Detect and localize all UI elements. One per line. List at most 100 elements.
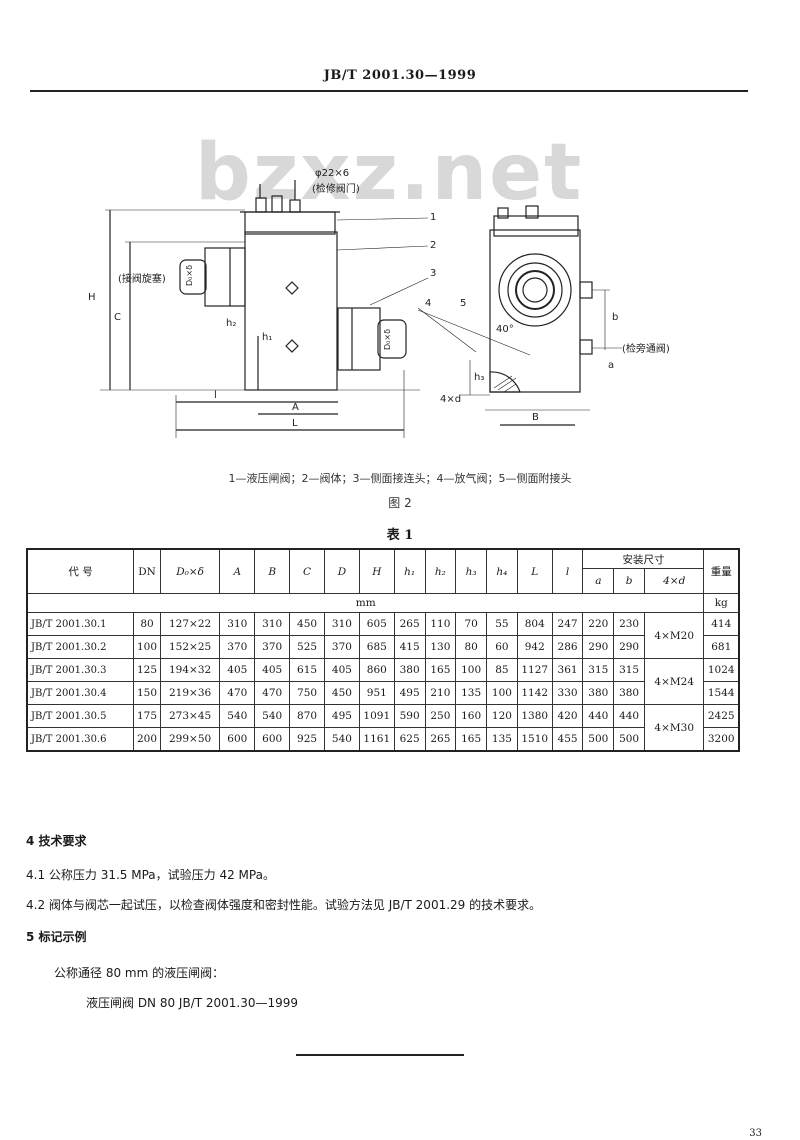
cell-a: 315 bbox=[582, 658, 615, 682]
valve-body-side bbox=[489, 229, 581, 393]
cell-a: 290 bbox=[582, 635, 615, 659]
cell-L: 1127 bbox=[516, 658, 553, 682]
cell-l: 455 bbox=[551, 727, 584, 752]
dim-l: l bbox=[214, 390, 217, 401]
table-row: JB/T 2001.30.4 150 219×36 470 470 750 45… bbox=[26, 681, 740, 705]
cell-h2: 165 bbox=[424, 658, 457, 682]
bolt-label: φ22×6 bbox=[315, 168, 349, 179]
angle-cut bbox=[489, 371, 521, 393]
table-row: JB/T 2001.30.5 175 273×45 540 540 870 49… bbox=[26, 704, 740, 752]
cell-a: 440 bbox=[582, 704, 615, 728]
cell-A: 370 bbox=[219, 635, 256, 659]
right-flange bbox=[337, 307, 381, 371]
cell-bolt: 4×M24 bbox=[643, 658, 705, 705]
dim-C: C bbox=[114, 312, 121, 323]
cell-h4: 100 bbox=[486, 681, 518, 705]
cell-dn: 125 bbox=[133, 658, 161, 682]
section-4-title: 4 技术要求 bbox=[26, 834, 87, 848]
cell-l: 247 bbox=[551, 612, 584, 636]
cell-A: 310 bbox=[219, 612, 256, 636]
cell-L: 1142 bbox=[516, 681, 553, 705]
cell-b: 290 bbox=[613, 635, 645, 659]
cell-C: 750 bbox=[289, 681, 325, 705]
cell-h3: 160 bbox=[455, 704, 488, 728]
cell-h3: 135 bbox=[455, 681, 488, 705]
section-5-title: 5 标记示例 bbox=[26, 930, 87, 944]
cell-l: 420 bbox=[551, 704, 584, 728]
cell-D: 540 bbox=[323, 727, 360, 752]
callout-2: 2 bbox=[430, 240, 436, 251]
cell-C: 450 bbox=[289, 612, 325, 636]
callout-3: 3 bbox=[430, 268, 436, 279]
side-cap bbox=[493, 215, 579, 237]
cell-D: 495 bbox=[323, 704, 360, 728]
cell-b: 315 bbox=[613, 658, 645, 682]
cell-L: 804 bbox=[516, 612, 553, 636]
cell-h4: 120 bbox=[486, 704, 518, 728]
col-h2: h₂ bbox=[424, 548, 457, 594]
cell-dd: 219×36 bbox=[159, 681, 221, 705]
cell-h3: 165 bbox=[455, 727, 488, 752]
figure-legend: 1—液压闸阀；2—阀体；3—侧面接连头；4—放气阀；5—侧面附接头 bbox=[228, 472, 572, 485]
bore-inner bbox=[515, 270, 555, 310]
cell-mass: 414 bbox=[703, 612, 740, 636]
cell-A: 600 bbox=[219, 727, 256, 752]
cell-h4: 60 bbox=[486, 635, 518, 659]
cell-D: 310 bbox=[323, 612, 360, 636]
table-row: JB/T 2001.30.2 100 152×25 370 370 525 37… bbox=[26, 635, 740, 659]
cell-h2: 110 bbox=[424, 612, 457, 636]
cell-A: 470 bbox=[219, 681, 256, 705]
cell-h4: 135 bbox=[486, 727, 518, 752]
cell-b: 230 bbox=[613, 612, 645, 636]
example-line-1: 公称通径 80 mm 的液压闸阀： bbox=[54, 966, 225, 980]
col-C: C bbox=[289, 548, 325, 594]
cell-D: 450 bbox=[323, 681, 360, 705]
cell-mass: 1544 bbox=[703, 681, 740, 705]
cell-dn: 100 bbox=[133, 635, 161, 659]
header-rule bbox=[30, 90, 748, 92]
page-header: JB/T 2001.30—1999 bbox=[323, 68, 477, 83]
cell-H: 860 bbox=[358, 658, 395, 682]
col-h4: h₄ bbox=[486, 548, 518, 594]
col-H: H bbox=[358, 548, 395, 594]
cell-h3: 80 bbox=[455, 635, 488, 659]
cell-D: 370 bbox=[323, 635, 360, 659]
cell-mass: 681 bbox=[703, 635, 740, 659]
section-4-2: 4.2 阀体与阀芯一起试压，以检查阀体强度和密封性能。试验方法见 JB/T 20… bbox=[26, 898, 542, 912]
col-l: l bbox=[551, 548, 584, 594]
cell-H: 685 bbox=[358, 635, 395, 659]
cell-b: 380 bbox=[613, 681, 645, 705]
cell-H: 605 bbox=[358, 612, 395, 636]
cell-l: 361 bbox=[551, 658, 584, 682]
cap-bolt-right bbox=[289, 199, 301, 213]
cell-dn: 150 bbox=[133, 681, 161, 705]
cell-code: JB/T 2001.30.6 bbox=[26, 727, 135, 752]
cell-D: 405 bbox=[323, 658, 360, 682]
cell-h1: 590 bbox=[393, 704, 426, 728]
cell-h3: 100 bbox=[455, 658, 488, 682]
cell-dd: 152×25 bbox=[159, 635, 221, 659]
bore-mid bbox=[507, 262, 563, 318]
dim-A: A bbox=[292, 402, 299, 413]
cell-h1: 380 bbox=[393, 658, 426, 682]
dim-b: b bbox=[612, 312, 618, 323]
col-nd: 4×d bbox=[643, 568, 705, 594]
flange-note: (接阀旋塞) bbox=[118, 272, 166, 285]
dim-d: 4×d bbox=[440, 394, 461, 405]
cell-dn: 200 bbox=[133, 727, 161, 752]
bolt-note: (检修阀门) bbox=[312, 182, 360, 195]
cell-A: 405 bbox=[219, 658, 256, 682]
cell-H: 1091 bbox=[358, 704, 395, 728]
left-flange-pipe bbox=[179, 259, 207, 295]
cell-h4: 55 bbox=[486, 612, 518, 636]
cell-a: 220 bbox=[582, 612, 615, 636]
page-number: 33 bbox=[749, 1128, 762, 1139]
unit-mm: mm bbox=[26, 593, 705, 613]
table-title: 表 1 bbox=[386, 528, 414, 543]
bypass-note: (检旁通阀) bbox=[622, 342, 670, 355]
cell-h1: 625 bbox=[393, 727, 426, 752]
col-install: 安装尺寸 bbox=[582, 548, 705, 569]
cell-h1: 415 bbox=[393, 635, 426, 659]
dim-h3: h₃ bbox=[474, 372, 484, 383]
cell-L: 1510 bbox=[516, 727, 553, 752]
